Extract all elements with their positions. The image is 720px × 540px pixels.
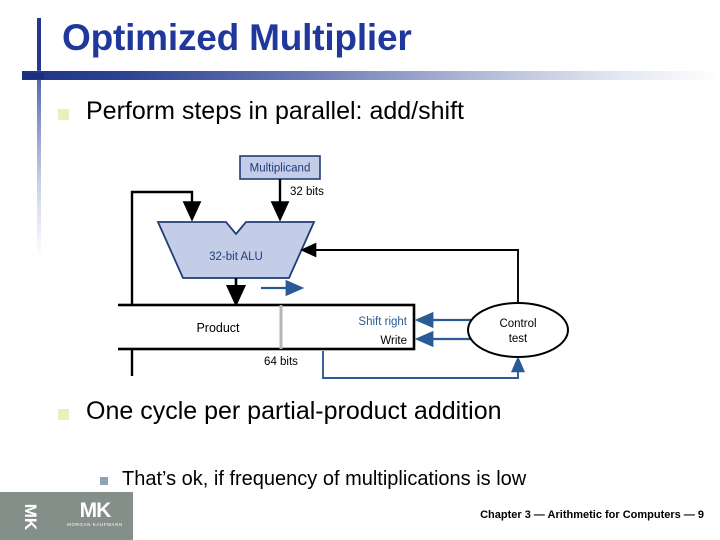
bullet-square-icon <box>58 409 69 420</box>
product-to-control-test-wire <box>322 351 526 379</box>
mk-rotated-logo: MK <box>21 503 40 531</box>
bullet-item-1: Perform steps in parallel: add/shift <box>58 97 464 126</box>
bullet-square-icon <box>58 109 69 120</box>
product-to-alu-feedback-wire <box>130 190 202 376</box>
footer-chapter-text: Chapter 3 — Arithmetic for Computers — 9 <box>480 509 704 521</box>
control-test-ellipse <box>467 302 569 358</box>
bits-64-label: 64 bits <box>264 356 298 368</box>
control-to-alu-wire <box>300 242 519 310</box>
alu-shape <box>156 221 316 279</box>
test-label: test <box>509 333 528 345</box>
mk-logo-wordmark: MORGAN KAUFMANN <box>67 522 123 527</box>
optimized-multiplier-diagram: Multiplicand 32 bits 32-bit ALU Product … <box>118 150 588 385</box>
bullet-item-3: That’s ok, if frequency of multiplicatio… <box>100 468 526 491</box>
product-label: Product <box>196 321 240 335</box>
mk-logo-mark: MK <box>79 499 112 522</box>
bits-32-label: 32 bits <box>290 186 324 198</box>
shift-right-label: Shift right <box>358 316 407 328</box>
title-horizontal-rule <box>22 71 720 80</box>
product-box <box>118 303 416 351</box>
write-label: Write <box>380 335 407 347</box>
sub-bullet-text: That’s ok, if frequency of multiplicatio… <box>122 468 527 490</box>
title-vertical-rule-top <box>37 18 41 70</box>
bullet-text: One cycle per partial-product addition <box>86 397 502 425</box>
title-vertical-rule <box>37 18 41 258</box>
bullet-text: Perform steps in parallel: add/shift <box>86 97 464 125</box>
footer-logo-bar <box>0 492 133 540</box>
bullet-item-2: One cycle per partial-product addition <box>58 397 502 426</box>
sub-bullet-square-icon <box>100 477 108 485</box>
multiplicand-label: Multiplicand <box>250 163 311 175</box>
mk-logo: MK MORGAN KAUFMANN <box>62 500 128 529</box>
control-label: Control <box>499 318 536 330</box>
title-rule-cap <box>22 73 44 79</box>
alu-label: 32-bit ALU <box>209 251 263 263</box>
page-title: Optimized Multiplier <box>62 17 412 58</box>
